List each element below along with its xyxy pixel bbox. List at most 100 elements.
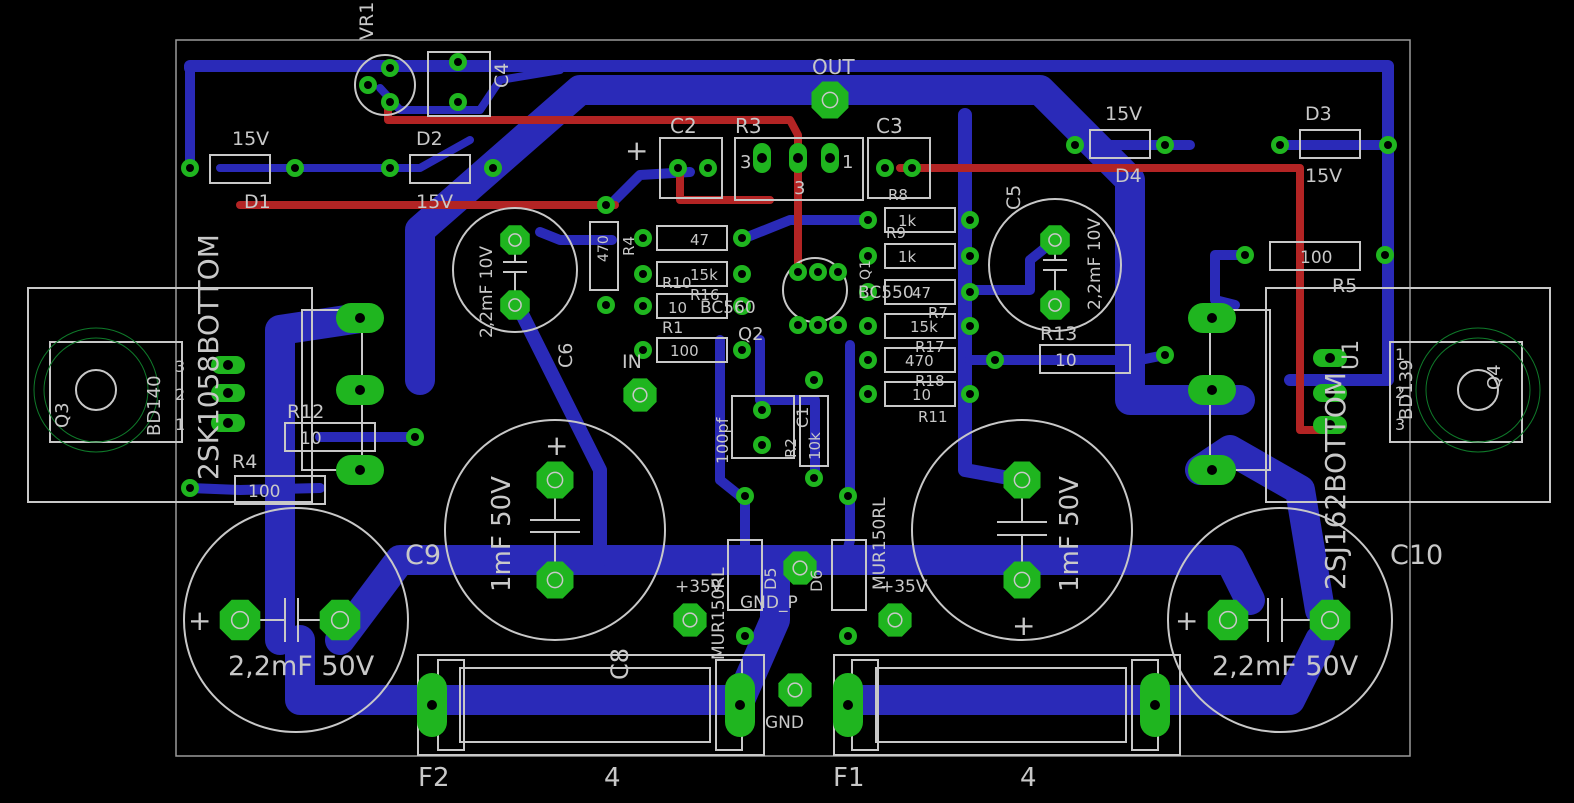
- c7-pad-neg-drill: [546, 571, 564, 589]
- r7-pad-b-drill: [966, 288, 974, 296]
- q3-pad-2-drill: [223, 388, 233, 398]
- q4-pad-1-drill: [1325, 353, 1335, 363]
- r16-pad-a-drill: [639, 270, 647, 278]
- r17-label: R17: [915, 338, 945, 356]
- d5-pad-a-drill: [741, 492, 749, 500]
- in-pad-drill: [632, 387, 648, 403]
- q4-mount-hole: [1457, 369, 1499, 411]
- c10-plus: +: [1175, 604, 1198, 637]
- vr1-outline: [354, 54, 416, 116]
- c7-plus: +: [545, 429, 568, 462]
- c3-label: C3: [876, 114, 903, 138]
- f2-pad-l-drill: [427, 700, 437, 710]
- heatsink-q4: [1209, 287, 1551, 503]
- r4b-label: R4: [232, 451, 257, 473]
- f2-label: F2: [418, 763, 450, 793]
- c9-symbol: [245, 598, 340, 642]
- r6-body: [656, 225, 728, 251]
- q2-label: Q2: [738, 324, 764, 345]
- c2-label: C2: [670, 114, 697, 138]
- r5-pad-b-drill: [1381, 251, 1389, 259]
- r9-label: R9: [886, 224, 906, 242]
- c9-value: 2,2mF 50V: [228, 651, 375, 682]
- d2-pad-b-drill: [489, 164, 497, 172]
- r6-pad-b-drill: [738, 234, 746, 242]
- d2-pad-a-drill: [386, 164, 394, 172]
- r3-pin1: 1: [842, 152, 853, 173]
- q4-pad-3-drill: [1325, 420, 1335, 430]
- ic-left-label: 2SK1058BOTTOM: [192, 234, 225, 480]
- q4-mount-ring-inner: [1425, 337, 1531, 443]
- q3-pin1: 1: [175, 415, 185, 434]
- r4-label: R4: [620, 236, 638, 256]
- c1-label: C1: [793, 407, 812, 428]
- c10-label: C10: [1390, 540, 1443, 571]
- r7-value: 47: [912, 284, 931, 302]
- r13-body: [1039, 344, 1131, 374]
- q4-heatsink-outline: [1265, 287, 1551, 503]
- gnd-p-label: GND_P: [740, 593, 798, 613]
- c5-label: C5: [1003, 185, 1025, 210]
- q4-body: [1389, 341, 1523, 443]
- r11-body: [884, 381, 956, 407]
- c5-pad-neg-drill: [1048, 298, 1062, 312]
- m35-pad: [878, 603, 912, 637]
- d4-pad-b-drill: [1161, 141, 1169, 149]
- r18-body: [884, 347, 956, 373]
- gnd-p-pad: [783, 551, 817, 585]
- q3-type: BD140: [144, 375, 165, 436]
- gnd-pad-drill: [787, 682, 803, 698]
- r18-label: R18: [915, 372, 945, 390]
- f1-body: [875, 667, 1127, 743]
- gnd-label: GND: [765, 713, 804, 733]
- c7-pad-pos: [536, 461, 574, 499]
- ic-right-pad-2-drill: [1207, 385, 1217, 395]
- r8-value: 1k: [898, 248, 917, 266]
- c7-pad-pos-drill: [546, 471, 564, 489]
- r3-pad-1-drill: [757, 153, 767, 163]
- q2-pad-a-drill: [794, 321, 802, 329]
- d4-pad-a-drill: [1071, 141, 1079, 149]
- c6-value: 2,2mF 10V: [477, 246, 497, 338]
- c9-pad-neg-drill: [330, 610, 350, 630]
- c11-symbol: [997, 480, 1047, 580]
- in-pad: [623, 378, 657, 412]
- out-pad-drill: [821, 91, 839, 109]
- vr1-label: VR1: [356, 2, 378, 40]
- r8-body: [884, 243, 956, 269]
- c4-label: C4: [491, 63, 513, 88]
- r10-body: [656, 293, 728, 319]
- c2-body: [659, 137, 723, 199]
- q1-pad-c-drill: [834, 268, 842, 276]
- c11-pad-pos-drill: [1013, 471, 1031, 489]
- r13-label: R13: [1040, 323, 1077, 345]
- c1-pad-b-drill: [758, 441, 766, 449]
- r12-body: [284, 422, 376, 452]
- r11-pad-b-drill: [966, 390, 974, 398]
- c1-value: 100pf: [713, 417, 732, 464]
- r16-body: [656, 261, 728, 287]
- c9-pad-pos-drill: [230, 610, 250, 630]
- q4-pin2: 2: [1395, 383, 1405, 402]
- q1-label: Q1: [858, 260, 874, 280]
- r16-pad-b-drill: [738, 270, 746, 278]
- r1-pad-a-drill: [639, 346, 647, 354]
- d6-label: D6: [807, 570, 826, 593]
- d3-label: D3: [1305, 103, 1332, 125]
- c2-pad-b-drill: [704, 164, 712, 172]
- c2-plus: +: [625, 134, 648, 167]
- d4-value: 15V: [1105, 103, 1142, 125]
- f1-pad-r-drill: [1150, 700, 1160, 710]
- c10-pad-pos: [1207, 599, 1249, 641]
- c11-pad-neg-drill: [1013, 571, 1031, 589]
- d2-body: [409, 154, 471, 184]
- c6-label: C6: [555, 343, 577, 368]
- u1-label: U1: [1339, 340, 1364, 370]
- r16-value: 15k: [690, 266, 718, 284]
- c5-pad-pos-drill: [1048, 233, 1062, 247]
- c10-pad-neg: [1309, 599, 1351, 641]
- f1-label: F1: [833, 763, 865, 793]
- r2-value: 10k: [806, 432, 824, 460]
- d5-type: MUR150RL: [709, 567, 729, 660]
- r6-value: 47: [690, 231, 709, 249]
